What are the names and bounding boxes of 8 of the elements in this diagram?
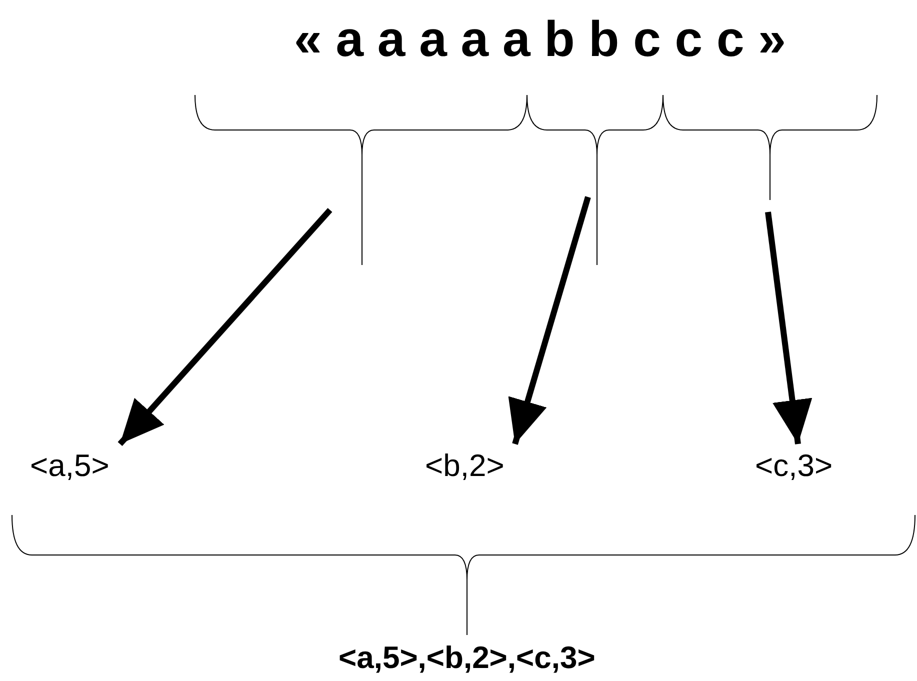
pair-text: <a,5> <box>30 448 110 484</box>
arrow <box>118 208 332 446</box>
arrow <box>508 196 591 445</box>
arrow <box>765 212 812 444</box>
pair-text: <c,3> <box>755 448 833 484</box>
sequence-text: « a a a a a b b c c c » <box>294 10 786 68</box>
pair-text: <b,2> <box>425 448 504 484</box>
result-text: <a,5>,<b,2>,<c,3> <box>338 640 596 676</box>
